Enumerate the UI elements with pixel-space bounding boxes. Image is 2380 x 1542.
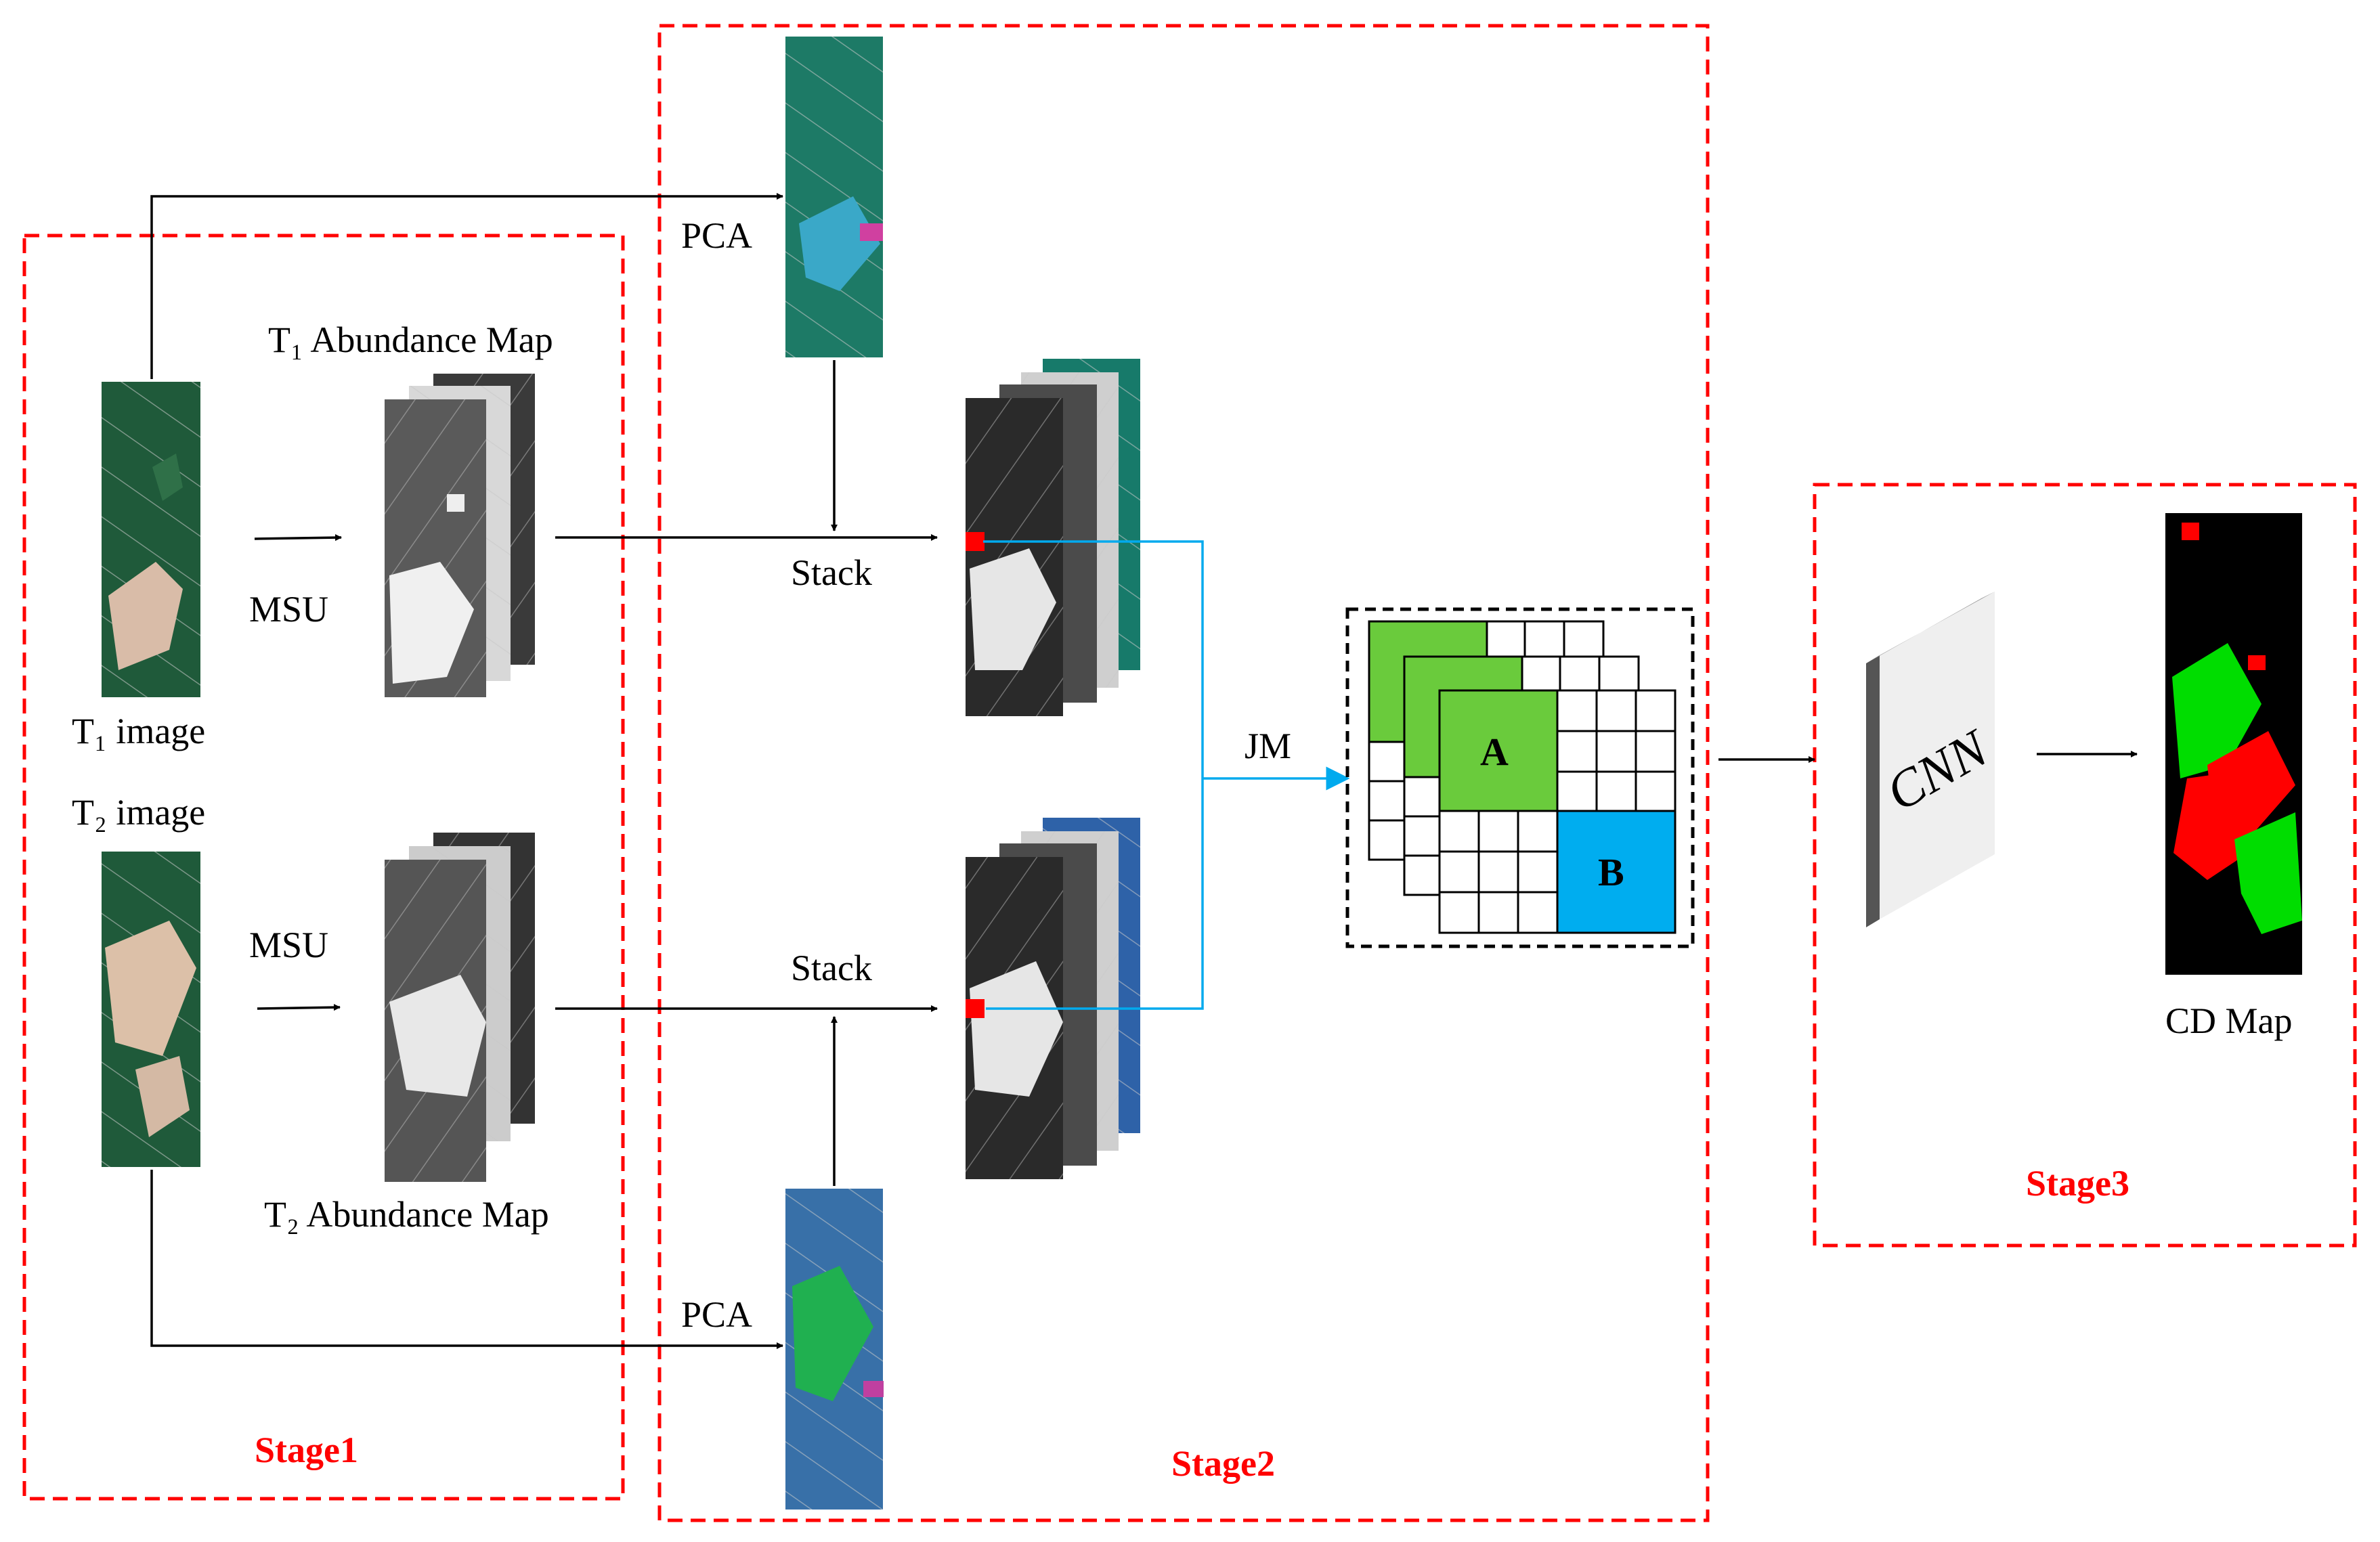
msu-bottom-label: MSU (249, 925, 328, 965)
t1-image (102, 382, 200, 697)
arrow-msu-top (254, 534, 342, 542)
t1-abundance-stack (385, 374, 535, 697)
stage3-box (1813, 483, 2357, 1248)
cd-map-label: CD Map (2165, 1000, 2293, 1041)
t2-abundance-label: T₂ Abundance Map (264, 1194, 549, 1235)
stack-top-label: Stack (791, 552, 872, 593)
patch-grid-box (1345, 607, 1695, 948)
patch-a-label: A (1480, 730, 1509, 774)
jm-line-top (983, 540, 1204, 1010)
t2-image (102, 852, 200, 1167)
arrow-msu-bottom (257, 1004, 341, 1011)
pca-bottom-image (785, 1189, 884, 1510)
stage2-label: Stage2 (1171, 1443, 1275, 1484)
stage2-box (657, 24, 1710, 1522)
pca-bottom-label: PCA (681, 1294, 752, 1335)
jm-label: JM (1245, 726, 1291, 766)
t1-image-label: T₁ image (72, 711, 205, 751)
patch-a (1438, 689, 1559, 812)
patch-b (1556, 810, 1676, 934)
stage1-box (22, 234, 625, 1501)
patch-grid (1368, 620, 1676, 934)
stacked-features-top (966, 359, 1140, 716)
arrow-t2-to-pca (150, 1170, 783, 1349)
pca-top-image (785, 37, 883, 357)
stage3-label: Stage3 (2026, 1163, 2129, 1204)
arrow-t1-to-pca (150, 193, 783, 379)
patch-b-label: B (1598, 850, 1624, 894)
stack-bottom-label: Stack (791, 948, 872, 988)
pca-top-label: PCA (681, 215, 752, 256)
t1-abundance-label: T₁ Abundance Map (268, 320, 553, 360)
t2-image-label: T₂ image (72, 792, 205, 833)
stage1-label: Stage1 (255, 1430, 358, 1470)
t2-abundance-stack (385, 833, 535, 1182)
stacked-features-bottom (966, 818, 1140, 1179)
cnn-block (1866, 592, 1995, 927)
cd-map (2165, 513, 2302, 975)
msu-top-label: MSU (249, 589, 328, 630)
